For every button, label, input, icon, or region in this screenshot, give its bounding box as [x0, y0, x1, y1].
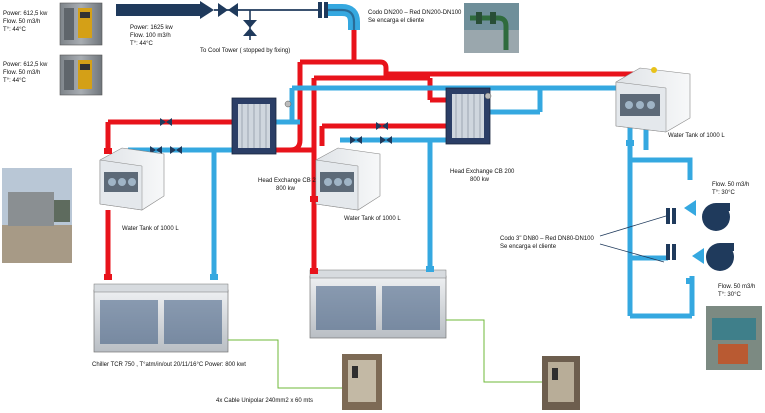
electrical-panel-photo-1 — [342, 354, 382, 410]
compressor-top-temp: T°: 44°C — [3, 27, 26, 33]
cooltower-label: To Cool Tower ( stopped by fixing) — [200, 48, 290, 54]
elbow-note-line2: Se encarga el cliente — [368, 18, 425, 24]
pump-note-pointer-2 — [599, 243, 665, 263]
cable-label: 4x Cable Unipolar 240mm2 x 60 mts — [216, 398, 313, 404]
site-photo — [2, 168, 72, 263]
pipe-flange-icon — [318, 2, 328, 18]
elbow-note-line1: Codo DN200 – Red DN200-DN100 — [368, 10, 462, 16]
air-compressor-top — [59, 2, 103, 46]
compressor-total-power: Power: 1625 kw — [130, 25, 173, 31]
compressor-bottom-temp: T°: 44°C — [3, 78, 26, 84]
compressor-total-flow: Flow. 100 m3/h — [130, 33, 171, 39]
inline-valves — [150, 118, 392, 154]
hx-left-line1: Head Exchange CB 200 — [258, 178, 323, 184]
water-tank-mid — [315, 147, 381, 211]
power-cable-lines — [228, 319, 542, 389]
pump-note-line2: Se encarga el cliente — [500, 244, 557, 250]
pump-top — [666, 200, 730, 231]
tank-right-label: Water Tank of 1000 L — [668, 133, 725, 139]
compressor-bottom-flow: Flow. 50 m3/h — [3, 70, 40, 76]
pump-note-pointer-1 — [599, 215, 667, 237]
compressor-top-power: Power: 612,5 kw — [3, 11, 48, 17]
elbow-photo — [464, 3, 519, 53]
hx-right-line1: Head Exchange CB 200 — [450, 169, 515, 175]
pump-bottom — [666, 243, 734, 271]
tank-mid-label: Water Tank of 1000 L — [344, 216, 401, 222]
gate-valve-1-icon — [218, 3, 238, 17]
compressor-top-flow: Flow. 50 m3/h — [3, 19, 40, 25]
water-tank-right — [615, 67, 691, 133]
pump-bottom-temp: T°: 30°C — [718, 292, 741, 298]
pump-note-line1: Codo 3" DN80 – Red DN80-DN100 — [500, 236, 595, 242]
air-compressor-bottom — [59, 54, 103, 96]
chiller-mid — [309, 269, 447, 339]
vertical-valve-markers — [104, 140, 694, 284]
chiller-left — [93, 283, 229, 353]
compressor-total-temp: T°: 44°C — [130, 41, 153, 47]
chiller-label: Chiller TCR 750 , T°atm/in/out 20/11/16°… — [92, 362, 246, 368]
compressor-outlet-pipe — [116, 1, 214, 19]
tank-left-label: Water Tank of 1000 L — [122, 226, 179, 232]
compressor-bottom-power: Power: 612,5 kw — [3, 62, 48, 68]
pump-photo — [706, 306, 762, 370]
hx-left-line2: 800 kw — [276, 186, 296, 192]
electrical-panel-photo-2 — [542, 356, 580, 410]
pump-top-temp: T°: 30°C — [712, 190, 735, 196]
water-tank-left — [99, 147, 165, 211]
pump-top-flow: Flow. 50 m3/h — [712, 182, 749, 188]
gate-valve-2-icon — [243, 20, 257, 36]
heat-exchanger-right — [445, 87, 492, 145]
heat-exchanger-left — [231, 97, 292, 155]
pump-bottom-flow: Flow. 50 m3/h — [718, 284, 755, 290]
hx-right-line2: 800 kw — [470, 177, 490, 183]
